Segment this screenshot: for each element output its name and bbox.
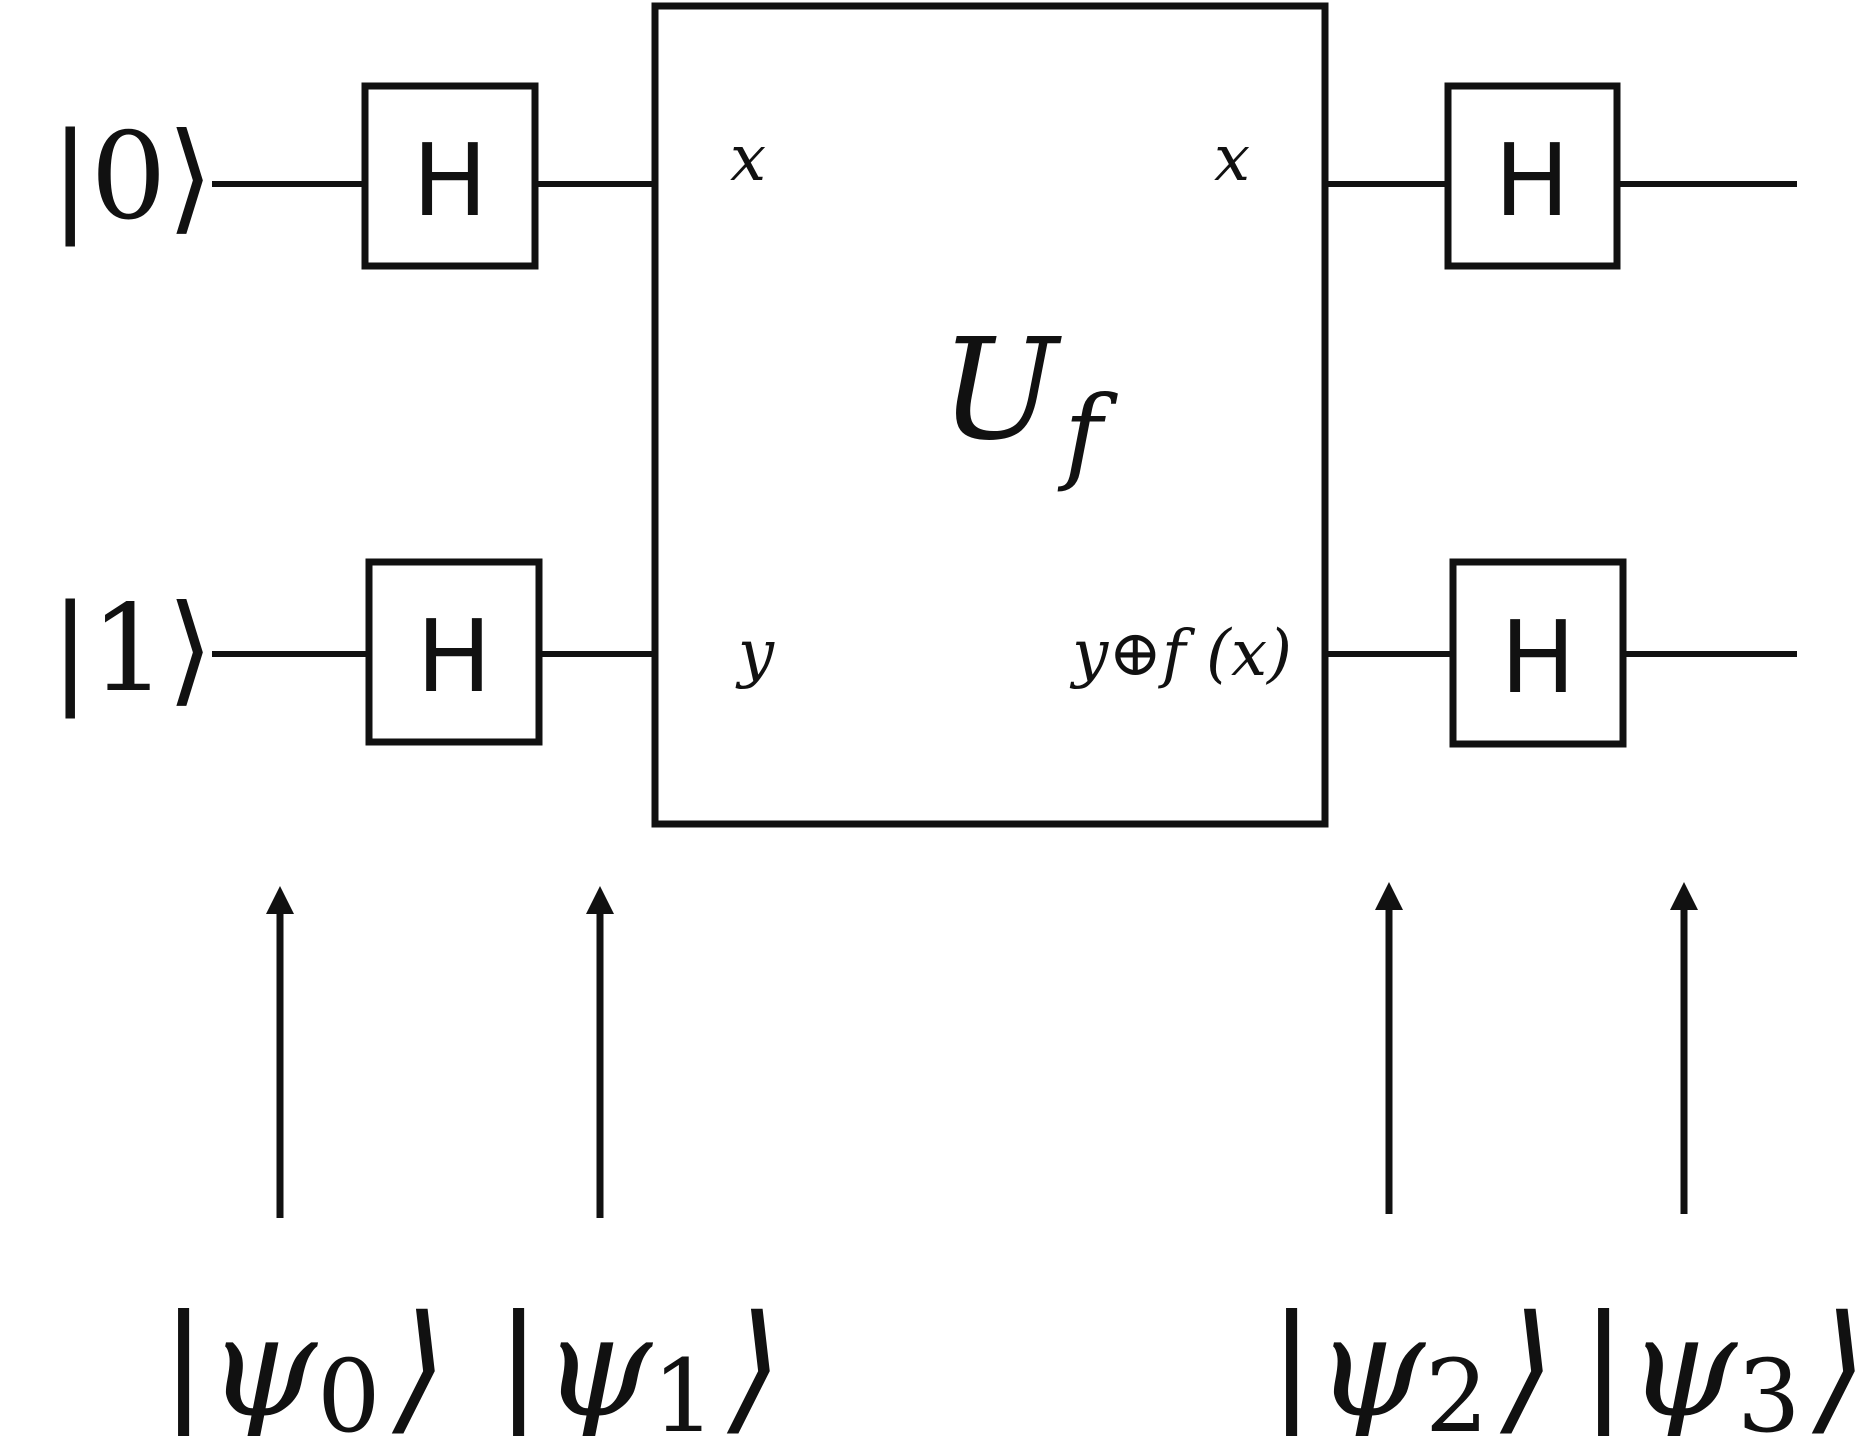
state-label-close: ⟩	[1812, 1286, 1861, 1436]
state-label-subscript: 2	[1425, 1338, 1489, 1436]
oracle-input-x: x	[730, 122, 766, 196]
input-ket-zero: |0⟩	[50, 108, 214, 247]
gate-label: H	[1500, 599, 1575, 716]
state-label-psi2: |ψ2⟩	[1268, 1286, 1555, 1436]
state-arrow-psi0	[266, 886, 294, 1218]
hadamard-gate-top-right: H	[1444, 82, 1621, 270]
state-label-psi3: |ψ3⟩	[1580, 1286, 1861, 1436]
hadamard-gate-bottom-right: H	[1449, 558, 1627, 748]
hadamard-gate-top-left: H	[361, 82, 539, 270]
gate-label: H	[412, 122, 487, 239]
state-label-open: |ψ	[1268, 1286, 1426, 1436]
state-arrow-psi2	[1375, 882, 1403, 1214]
oracle-gate-uf: Uf x y x y⊕f (x)	[651, 2, 1329, 828]
gate-label: H	[1494, 122, 1569, 239]
state-label-open: |ψ	[495, 1286, 653, 1436]
state-label-psi1: |ψ1⟩	[495, 1286, 782, 1436]
oracle-input-y: y	[735, 617, 775, 691]
state-label-subscript: 1	[652, 1338, 716, 1436]
input-ket-one: |1⟩	[50, 580, 214, 719]
state-arrow-psi3	[1670, 882, 1698, 1214]
oracle-label-main: U	[940, 309, 1062, 472]
state-arrow-psi1	[586, 886, 614, 1218]
oracle-output-x: x	[1214, 122, 1250, 196]
state-label-open: |ψ	[160, 1286, 318, 1436]
oracle-output-y-xor-fx: y⊕f (x)	[1069, 617, 1292, 691]
state-label-subscript: 0	[317, 1338, 381, 1436]
gate-label: H	[416, 598, 491, 715]
state-label-close: ⟩	[1500, 1286, 1556, 1436]
state-label-psi0: |ψ0⟩	[160, 1286, 447, 1436]
state-label-close: ⟩	[392, 1286, 448, 1436]
hadamard-gate-bottom-left: H	[365, 558, 543, 746]
state-label-close: ⟩	[727, 1286, 783, 1436]
state-label-open: |ψ	[1580, 1286, 1738, 1436]
state-label-subscript: 3	[1737, 1338, 1801, 1436]
